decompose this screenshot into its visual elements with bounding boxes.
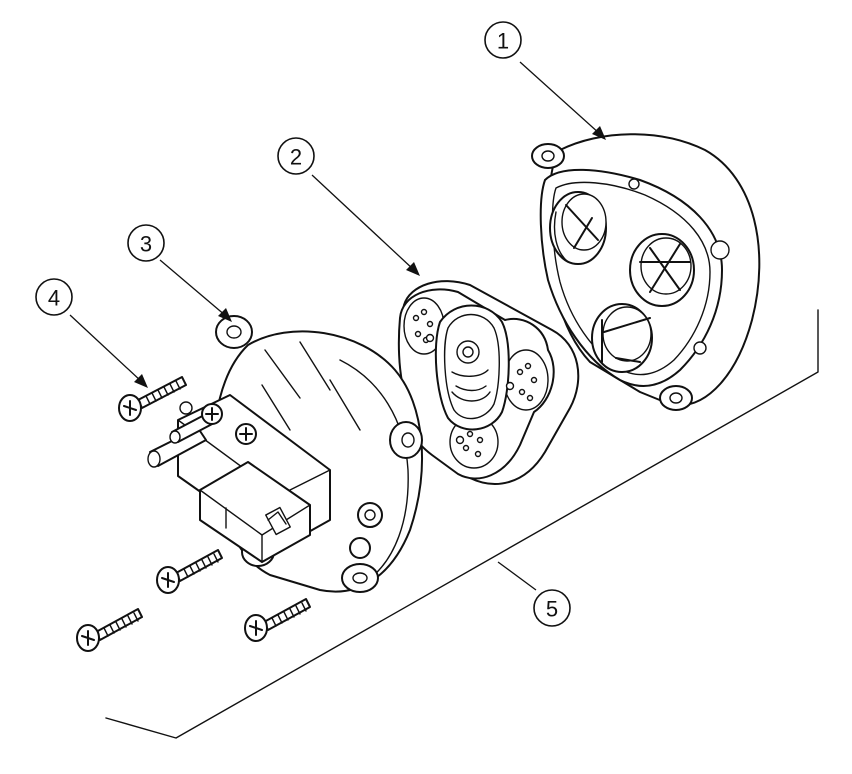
mounting-surface — [105, 309, 819, 739]
diaphragm-part-2 — [397, 280, 580, 485]
callout-2: 2 — [277, 137, 315, 175]
screw-middle-part-4 — [156, 549, 223, 594]
screw-bottom-left-part-4 — [76, 608, 143, 652]
diaphragm-holes — [412, 308, 538, 458]
callout-1: 1 — [484, 21, 522, 59]
callout-1-label: 1 — [497, 29, 509, 54]
callout-5: 5 — [533, 589, 571, 627]
screw-bottom-right-part-4 — [244, 598, 311, 642]
callout-3: 3 — [127, 224, 165, 262]
pump-housing-part-3 — [147, 315, 423, 593]
screw-top-left-part-4 — [118, 376, 187, 422]
rear-housing-part-1 — [531, 133, 761, 411]
leader-lines — [69, 61, 606, 591]
callout-2-label: 2 — [290, 145, 302, 170]
callout-4: 4 — [35, 278, 73, 316]
callout-4-label: 4 — [48, 286, 60, 311]
callout-5-label: 5 — [546, 597, 558, 622]
callout-3-label: 3 — [140, 232, 152, 257]
